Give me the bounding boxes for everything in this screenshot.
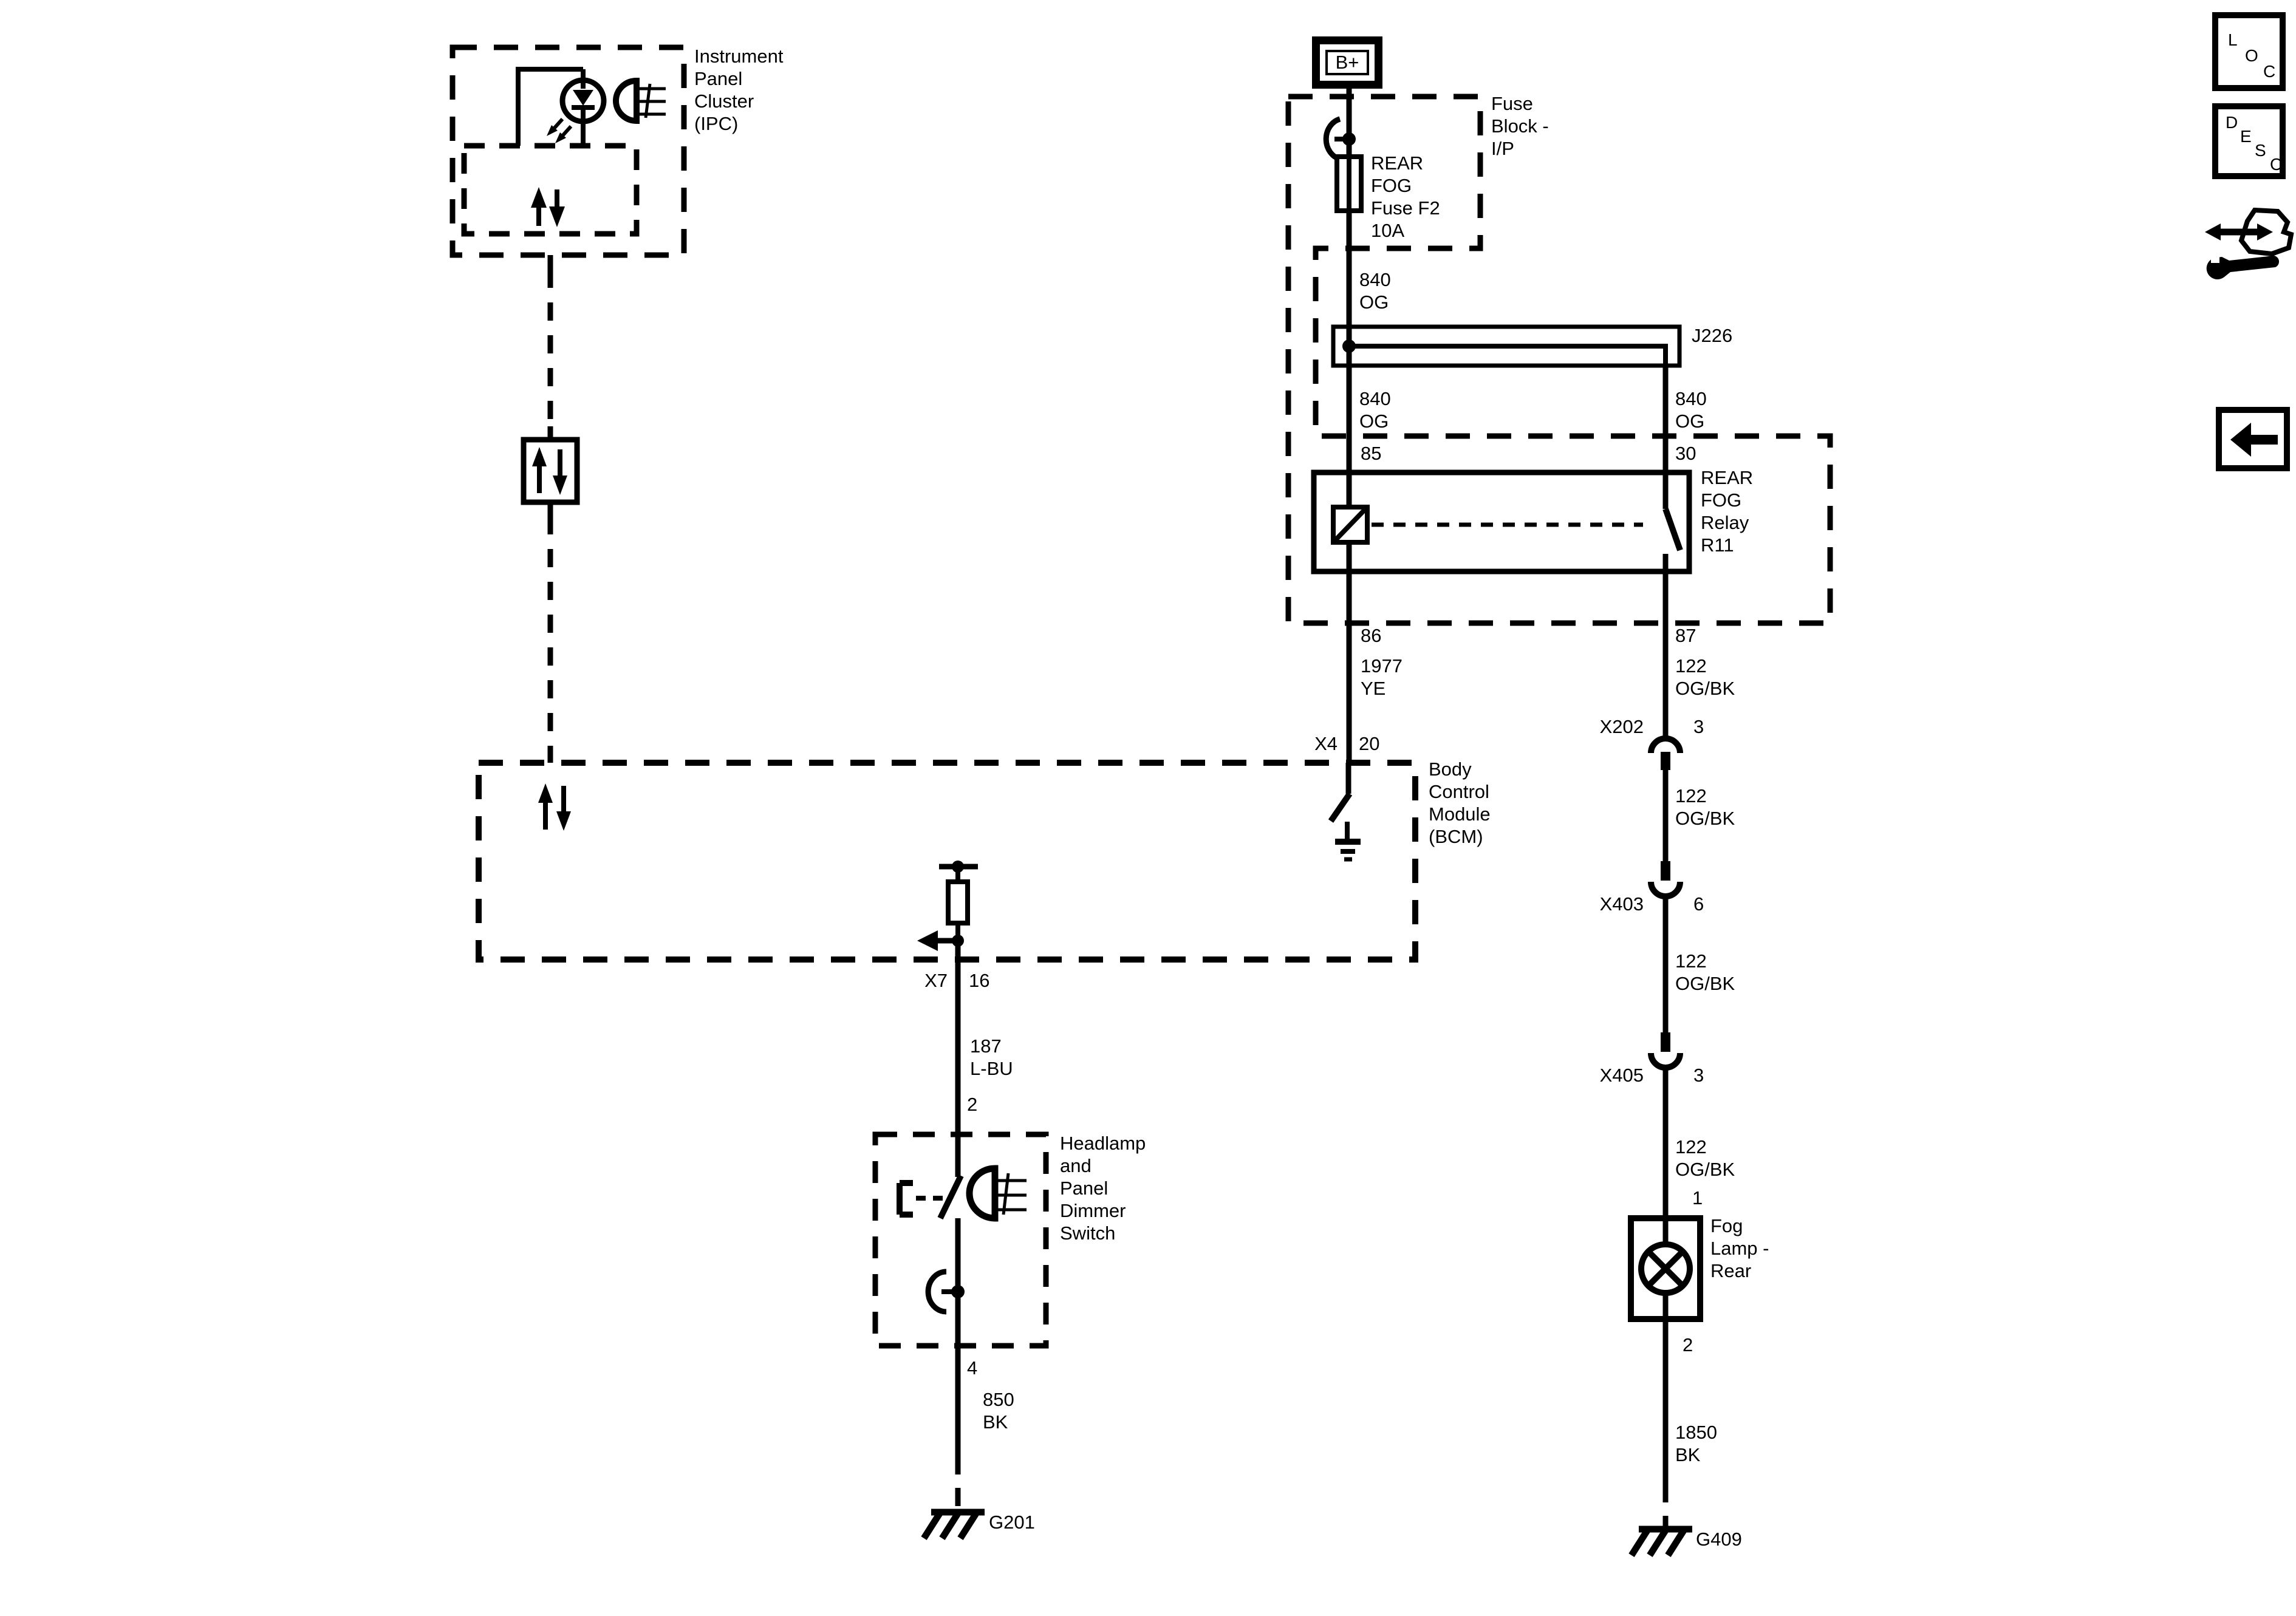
relay-pin-30: 30 <box>1675 443 1696 464</box>
ground-label-g201: G201 <box>989 1512 1035 1533</box>
connector-icon-x202 <box>1648 735 1683 861</box>
connector-label-x403: X403 <box>1599 893 1644 915</box>
desc-letter-s: S <box>2255 141 2266 160</box>
fog-lamp-pin-2: 2 <box>1683 1334 1693 1355</box>
serial-data-arrows-icon-bcm <box>538 783 571 831</box>
connector-pin-x403: 6 <box>1693 893 1704 915</box>
fog-lamp-label: Fog Lamp - Rear <box>1710 1215 1769 1281</box>
connector-icon-x405 <box>1648 1032 1683 1218</box>
connector-pin-x202: 3 <box>1693 716 1704 737</box>
back-arrow-icon <box>2230 423 2278 457</box>
relay-label: REAR FOG Relay R11 <box>1701 467 1754 556</box>
wire-label-840-og-b: 840 OG <box>1359 388 1391 432</box>
wire-label-187-lbu: 187 L-BU <box>970 1035 1013 1079</box>
fog-lamp-bulb-icon <box>1628 1215 1703 1527</box>
fog-lamp-icon-ipc <box>613 77 666 124</box>
led-indicator-icon <box>516 67 607 146</box>
bcm-connector-x7: X7 <box>924 970 948 991</box>
back-button[interactable] <box>2216 407 2290 471</box>
switch-contact-icon <box>937 1134 964 1346</box>
wire-label-1977-ye: 1977 YE <box>1361 655 1403 699</box>
wire-label-122-c: 122 OG/BK <box>1675 950 1735 994</box>
wire-label-850-bk: 850 BK <box>983 1389 1014 1433</box>
dimmer-switch-label: Headlamp and Panel Dimmer Switch <box>1060 1133 1146 1244</box>
wire-label-122-d: 122 OG/BK <box>1675 1136 1735 1180</box>
fuse-block-label: Fuse Block - I/P <box>1491 93 1549 159</box>
switch-pin-4: 4 <box>967 1357 978 1379</box>
relay-output-wires <box>1346 571 1669 763</box>
wire-label-122-b: 122 OG/BK <box>1675 785 1735 829</box>
power-tap-icon-switch <box>925 1269 965 1315</box>
resistor-icon <box>939 861 978 941</box>
wire-label-1850-bk: 1850 BK <box>1675 1422 1717 1465</box>
connector-pin-x405: 3 <box>1693 1065 1704 1086</box>
bcm-pin-20: 20 <box>1359 733 1380 754</box>
desc-letter-e: E <box>2240 127 2252 146</box>
fog-lamp-pin-1: 1 <box>1692 1187 1703 1209</box>
loc-letter-l: L <box>2228 30 2238 49</box>
fog-lamp-icon-switch <box>966 1165 1027 1222</box>
relay-pin-85: 85 <box>1361 443 1382 464</box>
switch-pin-2: 2 <box>967 1094 978 1115</box>
connector-label-x202: X202 <box>1599 716 1644 737</box>
fuse-icon <box>1334 154 1364 213</box>
ground-icon-g409 <box>1628 1526 1692 1557</box>
relay-pin-86: 86 <box>1361 625 1382 646</box>
ground-label-g409: G409 <box>1696 1529 1742 1550</box>
ipc-box <box>449 44 687 258</box>
desc-letter-d: D <box>2226 113 2238 132</box>
bcm-box <box>476 760 1418 963</box>
splice-label: J226 <box>1692 325 1733 346</box>
splice-pack-icon <box>1331 324 1682 368</box>
loc-letter-c: C <box>2263 62 2276 81</box>
fuse-block-outline <box>1285 94 1833 626</box>
bcm-connector-x4: X4 <box>1314 733 1338 754</box>
relay-pin-87: 87 <box>1675 625 1696 646</box>
switch-detent-bracket-icon <box>897 1180 946 1218</box>
desc-button[interactable]: D E S C <box>2212 103 2286 179</box>
bcm-driver-switch-icon <box>1328 763 1361 862</box>
serial-data-box-icon <box>521 437 580 505</box>
connector-label-x405: X405 <box>1599 1065 1644 1086</box>
bcm-pin-16: 16 <box>969 970 990 991</box>
wire-label-840-og-c: 840 OG <box>1675 388 1707 432</box>
fuse-label: REAR FOG Fuse F2 10A <box>1371 152 1440 241</box>
power-tap-icon-fuse <box>1323 116 1356 162</box>
wire-label-840-og-a: 840 OG <box>1359 269 1391 313</box>
battery-feed-symbol: B+ <box>1312 36 1382 89</box>
ipc-label: Instrument Panel Cluster (IPC) <box>694 46 784 134</box>
bcm-label: Body Control Module (BCM) <box>1429 759 1491 847</box>
service-info-icon[interactable] <box>2205 207 2294 279</box>
connector-icon-x403 <box>1648 861 1683 1032</box>
loc-button[interactable]: L O C <box>2212 12 2286 91</box>
serial-data-arrows-icon-ipc <box>531 187 565 227</box>
relay-icon <box>1311 366 1692 574</box>
wire-label-122-a: 122 OG/BK <box>1675 655 1735 699</box>
battery-feed-label: B+ <box>1325 50 1369 75</box>
ground-icon-g201 <box>921 1509 985 1540</box>
loc-letter-o: O <box>2245 46 2258 65</box>
desc-letter-c: C <box>2270 155 2283 174</box>
